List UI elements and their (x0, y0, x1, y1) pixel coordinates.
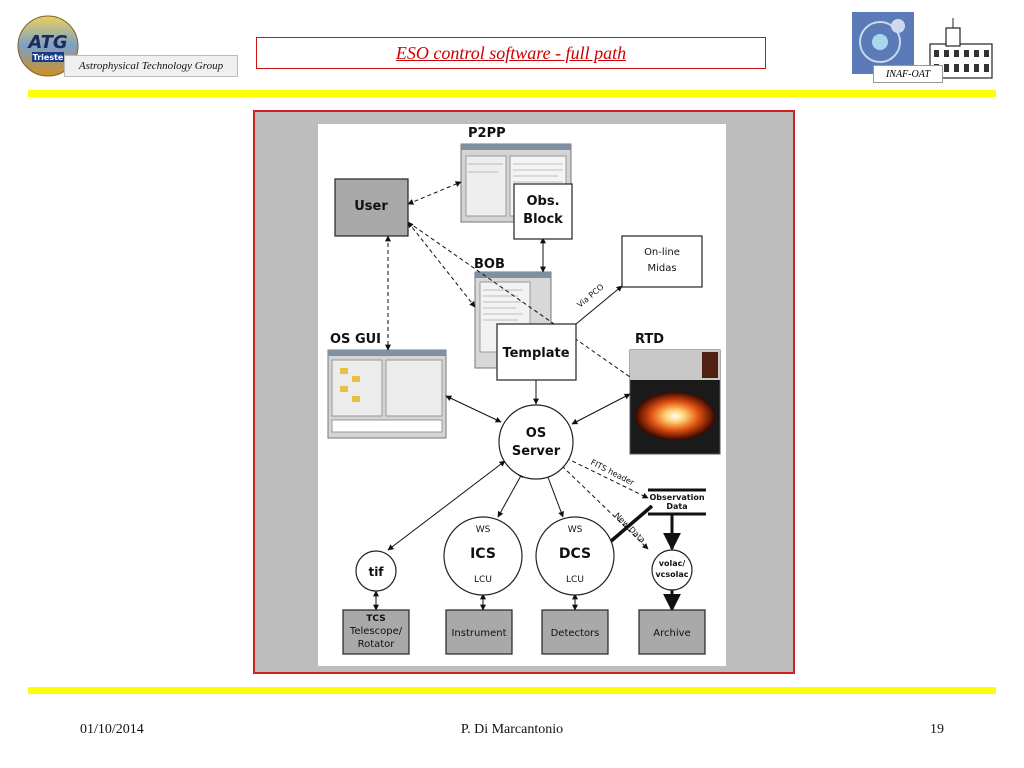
obs-block-label-line2: Block (523, 212, 563, 227)
online-midas-label-line2: Midas (647, 263, 676, 274)
dcs-node (535, 516, 615, 596)
rtd-screenshot (629, 349, 721, 455)
detectors-box (541, 609, 609, 655)
volac-label-line2: vcsolac (655, 570, 688, 579)
slide-title: ESO control software - full path (256, 37, 766, 69)
fits-header-link (565, 457, 649, 499)
online-midas-label-line1: On-line (644, 247, 680, 258)
p2pp-label: P2PP (468, 126, 506, 141)
rtd-label: RTD (635, 332, 664, 347)
obs-block-box (513, 183, 573, 240)
os-server-node (498, 404, 574, 480)
obs-block-label-line1: Obs. (526, 194, 559, 209)
dcs-bottom-label: LCU (566, 575, 584, 585)
user-box (334, 178, 409, 237)
detectors-label: Detectors (551, 628, 600, 639)
footer-date: 01/10/2014 (80, 722, 144, 737)
via-pco-label: Via PCO (576, 282, 606, 309)
user-label: User (354, 199, 388, 214)
user-rtd-link (407, 221, 631, 378)
osgui-server-link (445, 395, 502, 423)
ics-node (443, 516, 523, 596)
eso-control-diagram: P2PP BOB OS GUI RTD (318, 124, 726, 666)
volac-node (651, 549, 693, 591)
footer-author: P. Di Marcantonio (460, 722, 564, 737)
observation-data-label-line1: Observation (649, 493, 704, 502)
instrument-box (445, 609, 513, 655)
os-server-label-line2: Server (512, 444, 561, 459)
inaf-logo (852, 12, 914, 74)
template-midas-link (575, 285, 623, 325)
archive-box (638, 609, 706, 655)
footer-divider (28, 687, 996, 694)
dcs-label: DCS (559, 546, 591, 562)
ics-top-label: WS (476, 525, 491, 535)
ics-bottom-label: LCU (474, 575, 492, 585)
server-dcs-link (545, 471, 564, 518)
user-p2pp-link (407, 181, 462, 205)
atg-logo: ATG Trieste (14, 14, 86, 78)
template-box (496, 323, 577, 381)
tif-node (355, 550, 397, 592)
page-number: 19 (930, 722, 944, 737)
logo-text: ATG (26, 32, 67, 53)
observation-data-label-line2: Data (666, 502, 687, 511)
server-tif-link (387, 460, 506, 551)
os-server-label-line1: OS (526, 426, 546, 441)
server-ics-link (497, 471, 524, 518)
tcs-label-line3: Rotator (358, 639, 396, 650)
tif-label: tif (368, 565, 384, 579)
archive-label: Archive (653, 628, 690, 639)
rtd-server-link (571, 393, 631, 425)
bob-label: BOB (474, 257, 505, 272)
os-gui-screenshot (327, 349, 447, 439)
fits-header-label: FITS header (589, 458, 636, 488)
user-bob-link (407, 221, 476, 308)
tcs-box (342, 609, 410, 655)
group-label: Astrophysical Technology Group (64, 55, 238, 77)
tcs-label-line1: TCS (366, 614, 385, 624)
template-label: Template (502, 346, 569, 361)
new-data-link (561, 465, 649, 550)
ics-label: ICS (470, 546, 496, 562)
dcs-top-label: WS (568, 525, 583, 535)
tcs-label-line2: Telescope/ (349, 626, 403, 637)
inaf-label: INAF-OAT (873, 65, 943, 83)
header-divider (28, 90, 996, 97)
os-gui-label: OS GUI (330, 332, 381, 347)
dcs-obsdata-link (608, 504, 654, 544)
instrument-label: Instrument (451, 628, 506, 639)
logo-subtext: Trieste (33, 53, 64, 62)
volac-label-line1: volac/ (659, 559, 686, 568)
online-midas-box (621, 235, 703, 288)
